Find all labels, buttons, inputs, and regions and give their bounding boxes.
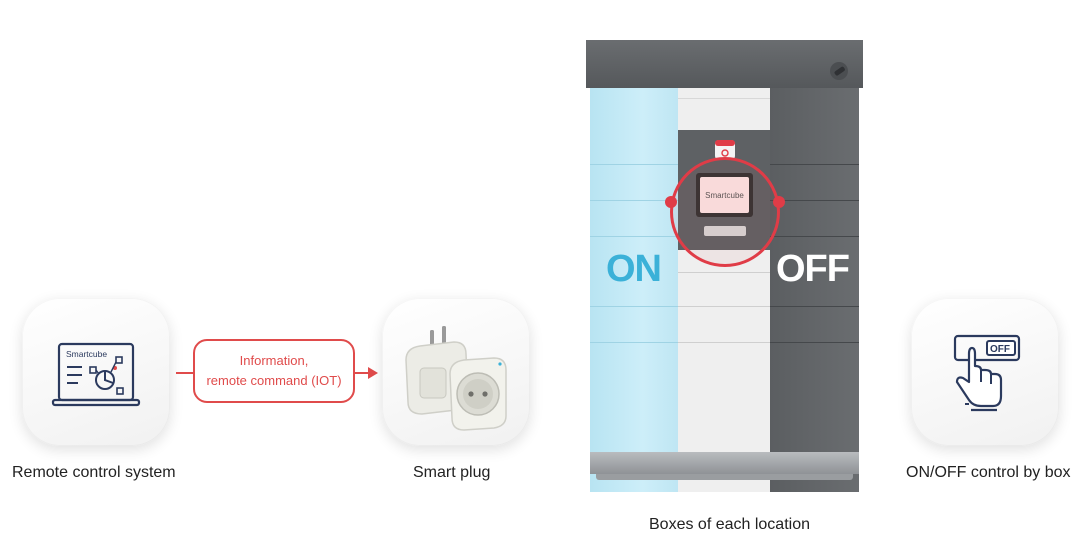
smart-plug-icon	[405, 326, 507, 431]
information-line-2: remote command (IOT)	[206, 373, 342, 388]
locker-top-canopy	[586, 40, 863, 88]
locker-divider	[590, 164, 678, 165]
onoff-control-caption: ON/OFF control by box	[906, 464, 1071, 481]
ring-dot-left	[665, 196, 677, 208]
kiosk-header-icon	[715, 140, 735, 160]
locker-feet	[596, 474, 853, 480]
locker-divider	[770, 306, 859, 307]
locker-divider	[678, 342, 770, 343]
information-line-1: Information,	[239, 353, 309, 368]
remote-brand-text: Smartcube	[66, 349, 107, 359]
smart-plug-tile	[382, 298, 530, 446]
smart-plug-caption: Smart plug	[413, 464, 491, 481]
remote-control-caption: Remote control system	[12, 464, 176, 481]
locker-unit: Smartcube ON OFF	[586, 40, 863, 492]
off-label: OFF	[776, 248, 850, 290]
link-line-left	[176, 372, 195, 374]
camera-icon	[830, 62, 848, 80]
remote-control-tile: Smartcube	[22, 298, 170, 446]
locker-divider	[770, 342, 859, 343]
locker-caption: Boxes of each location	[649, 516, 810, 533]
on-label: ON	[606, 248, 662, 290]
hand-press-switch-icon: OFF	[953, 334, 1021, 412]
locker-divider	[590, 200, 678, 201]
locker-divider	[678, 306, 770, 307]
switch-off-text: OFF	[990, 344, 1010, 355]
arrow-right-icon	[368, 367, 378, 379]
ring-dot-right	[773, 196, 785, 208]
locker-divider	[678, 98, 770, 99]
information-box: Information, remote command (IOT)	[193, 339, 355, 403]
locker-base	[590, 452, 859, 474]
locker-divider	[770, 164, 859, 165]
locker-divider	[770, 236, 859, 237]
locker-divider	[770, 200, 859, 201]
onoff-control-tile: OFF	[911, 298, 1059, 446]
locker-divider	[678, 272, 770, 273]
laptop-dashboard-icon: Smartcube	[51, 342, 141, 407]
locker-column-off	[770, 88, 859, 492]
link-line-right	[355, 372, 369, 374]
locker-column-on	[590, 88, 678, 492]
locker-divider	[590, 236, 678, 237]
locker-divider	[590, 342, 678, 343]
kiosk-highlight-ring	[670, 157, 780, 267]
locker-divider	[590, 306, 678, 307]
